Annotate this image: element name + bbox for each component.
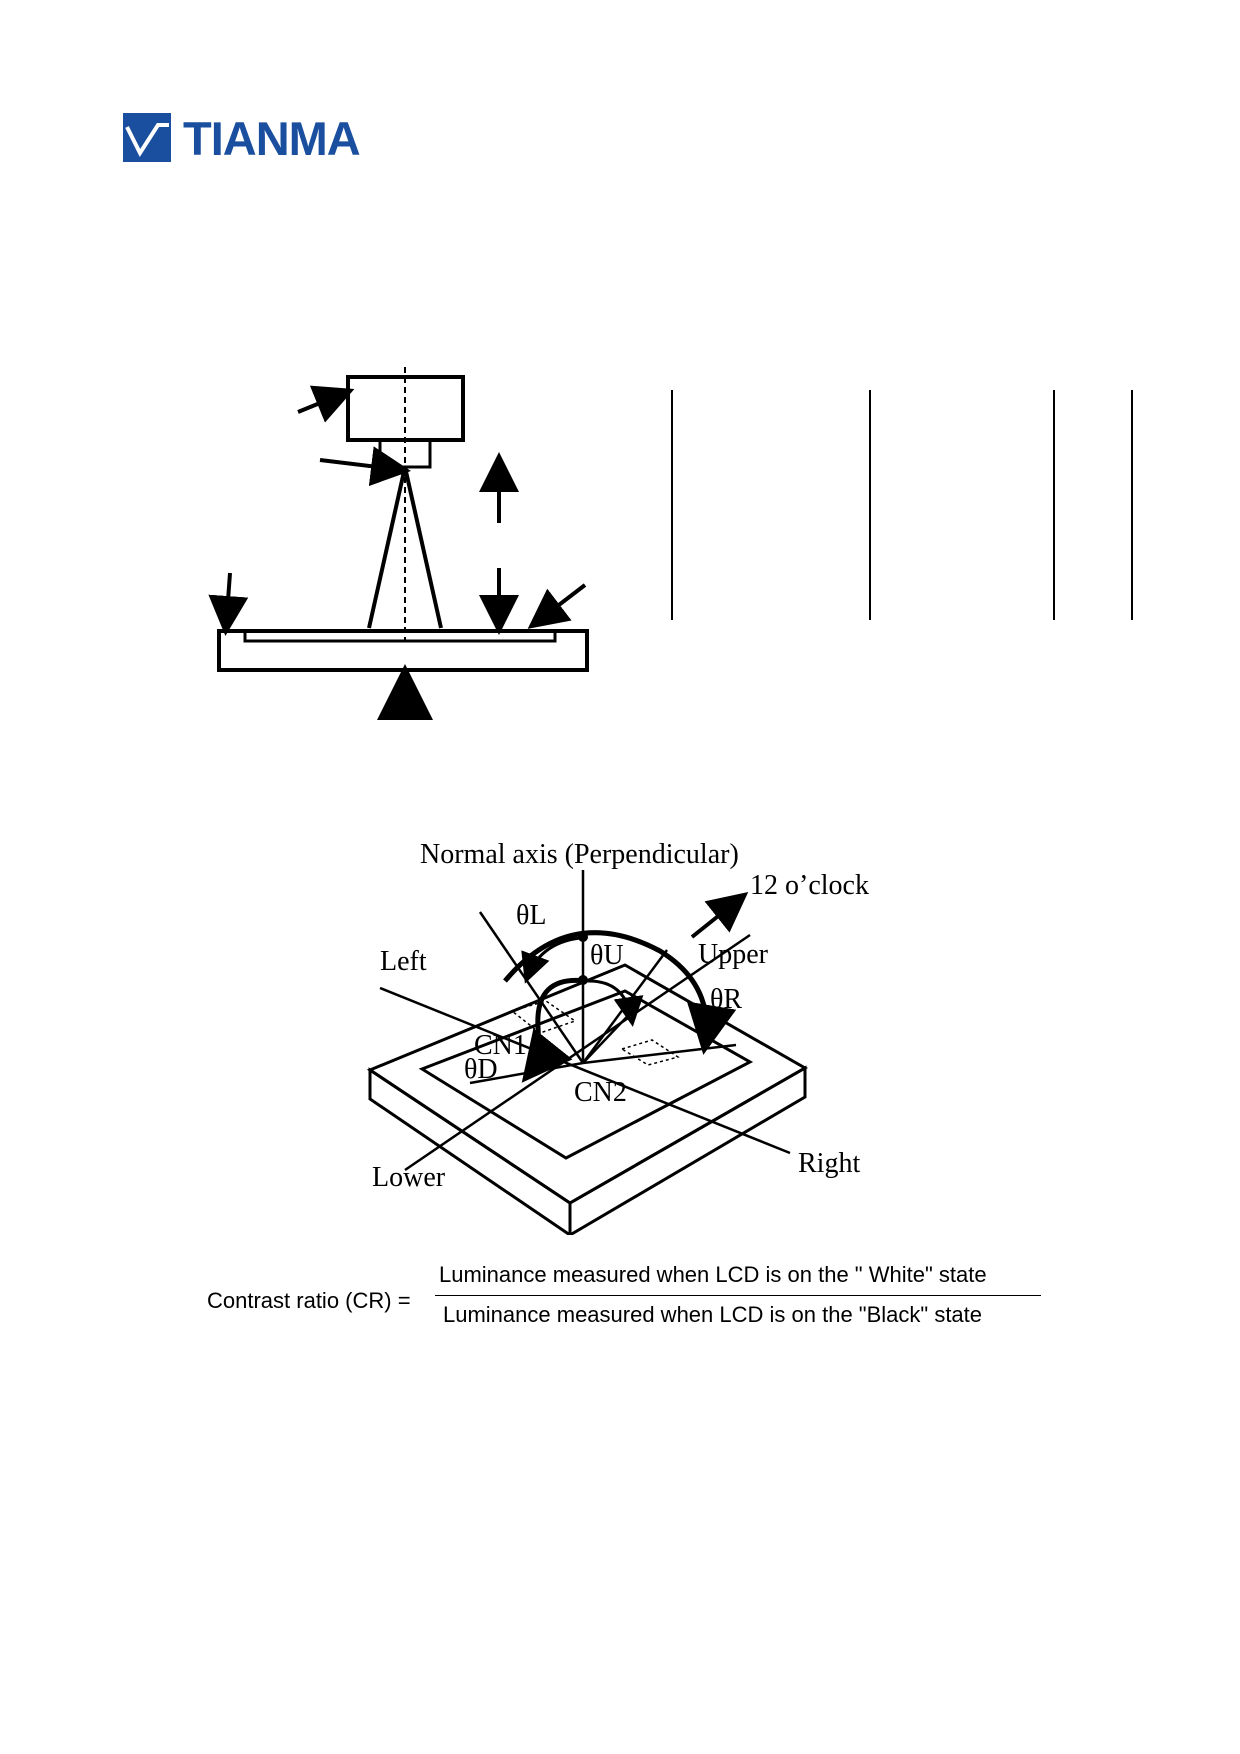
fraction-bar — [435, 1295, 1041, 1296]
panel-front-right — [568, 1065, 807, 1235]
cn2-label: CN2 — [574, 1077, 627, 1108]
brand-name: TIANMA — [183, 112, 361, 165]
cn1-label: CN1 — [474, 1030, 527, 1061]
arc-theta-u — [586, 979, 644, 1027]
lower-label: Lower — [372, 1162, 446, 1193]
contrast-ratio-lhs: Contrast ratio (CR) = — [207, 1288, 411, 1313]
panel-active-area — [243, 629, 557, 643]
theta-d-label: θD — [464, 1054, 498, 1085]
arc-theta-d — [521, 977, 587, 1083]
theta-l-label: θL — [516, 900, 547, 931]
twelve-oclock-label: 12 o’clock — [750, 870, 869, 901]
ray-theta-r — [582, 1043, 737, 1065]
measurement-setup-diagram — [208, 367, 589, 720]
upper-lower-axis — [404, 933, 751, 1172]
contrast-ratio-formula: Contrast ratio (CR) = Luminance measured… — [207, 1262, 1067, 1340]
left-label: Left — [380, 946, 427, 977]
panel-frame — [217, 629, 589, 672]
arc-theta-r — [503, 930, 737, 1055]
twelve-oclock-arrow — [690, 892, 749, 939]
left-right-axis — [379, 986, 791, 1155]
theta-r-label: θR — [710, 984, 742, 1015]
contrast-ratio-numerator: Luminance measured when LCD is on the " … — [439, 1262, 987, 1287]
dotted-marker-right — [620, 1039, 680, 1066]
cone-right — [403, 466, 443, 629]
tianma-logo-mark-icon — [123, 113, 171, 162]
cone-left — [367, 466, 407, 629]
pointer-lens — [319, 446, 411, 487]
pointer-panel-left — [208, 572, 249, 636]
pointer-detector — [297, 385, 355, 423]
active-area — [418, 989, 754, 1160]
contrast-ratio-denominator: Luminance measured when LCD is on the "B… — [443, 1302, 983, 1327]
panel-front-left — [368, 1067, 572, 1235]
empty-table-lines — [671, 390, 1133, 620]
theta-u-label: θU — [590, 940, 624, 971]
viewing-angle-diagram: Normal axis (Perpendicular) 12 o’clock θ… — [366, 839, 869, 1235]
tianma-logo: TIANMA — [123, 113, 391, 165]
pointer-panel-right — [527, 583, 587, 629]
upper-label: Upper — [698, 939, 769, 970]
normal-axis-label: Normal axis (Perpendicular) — [420, 839, 739, 870]
right-label: Right — [798, 1148, 860, 1179]
arc-theta-l — [521, 936, 581, 984]
